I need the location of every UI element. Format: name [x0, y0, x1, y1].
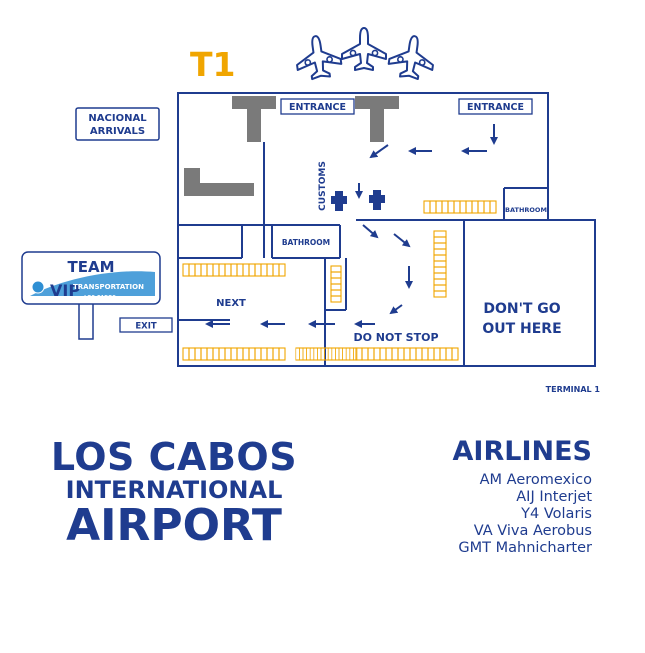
airplane-icon: [292, 32, 344, 82]
airline-item: Y4 Volaris: [521, 506, 592, 522]
terminal-badge: T1: [190, 45, 235, 84]
exit-sign: EXIT: [119, 317, 173, 333]
airline-item: AIJ Interjet: [516, 489, 592, 505]
next-label: NEXT: [216, 298, 246, 309]
vip-logo-text: VIP: [50, 281, 80, 300]
customs-cross-icon: [331, 190, 385, 211]
airport-title-line1: LOS CABOS: [50, 435, 298, 479]
svg-text:ENTRANCE: ENTRANCE: [289, 102, 346, 113]
airlines-heading: AIRLINES: [452, 436, 592, 467]
entrance-sign-left: ENTRANCE: [280, 98, 355, 115]
nacional-arrivals-sign: NACIONAL ARRIVALS: [75, 107, 160, 141]
entrance-sign-right: ENTRANCE: [458, 98, 533, 115]
airline-item: GMT Mahnicharter: [458, 540, 592, 556]
airplane-icon: [386, 32, 438, 82]
transportation-logo-text: TRANSPORTATION: [73, 283, 144, 291]
route-arrows: [205, 124, 498, 328]
airport-title-line3: AIRPORT: [66, 500, 282, 552]
airlines-list: AIRLINES AM Aeromexico AIJ Interjet Y4 V…: [453, 436, 592, 557]
svg-text:ARRIVALS: ARRIVALS: [90, 126, 145, 137]
bathroom-label-right: BATHROOM: [505, 206, 547, 214]
terminal-label: TERMINAL 1: [546, 385, 601, 394]
counter-rows: [182, 200, 497, 361]
svg-text:ENTRANCE: ENTRANCE: [467, 102, 524, 113]
airline-item: AM Aeromexico: [479, 472, 592, 488]
dont-go-out-label-line2: OUT HERE: [482, 321, 561, 337]
bathroom-label-center: BATHROOM: [282, 238, 330, 247]
svg-text:TEAM: TEAM: [67, 258, 114, 276]
airplane-icon: [341, 27, 387, 71]
team-vip-sign: TEAM VIP TRANSPORTATION LOS CABOS: [21, 251, 161, 340]
terminal-walls: [177, 92, 596, 367]
customs-label: CUSTOMS: [318, 161, 328, 211]
dont-go-out-label-line1: DON'T GO: [483, 301, 560, 317]
svg-text:EXIT: EXIT: [135, 322, 157, 332]
gray-wall-blocks: [184, 96, 399, 196]
airline-item: VA Viva Aerobus: [473, 523, 592, 539]
airport-title-line2: INTERNATIONAL: [65, 475, 283, 504]
svg-text:NACIONAL: NACIONAL: [88, 113, 147, 124]
do-not-stop-label: DO NOT STOP: [353, 331, 438, 344]
los-cabos-logo-text: LOS CABOS: [84, 295, 116, 301]
airport-title: LOS CABOS INTERNATIONAL AIRPORT: [40, 435, 308, 552]
